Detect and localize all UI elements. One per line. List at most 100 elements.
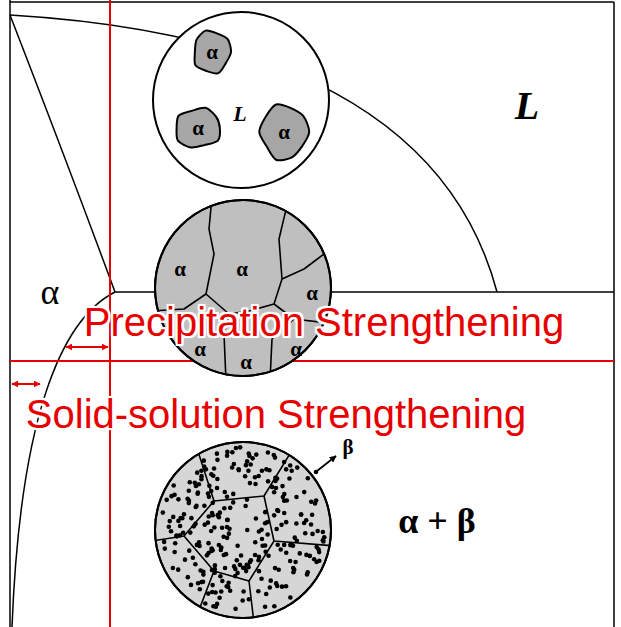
precipitate-dot — [219, 589, 224, 594]
precipitate-dot — [220, 579, 225, 584]
precipitate-dot — [215, 486, 220, 491]
precipitate-dot — [232, 564, 237, 569]
precipitate-dot — [206, 591, 211, 596]
precipitate-dot — [254, 452, 259, 457]
precipitate-dot — [291, 543, 296, 548]
precipitate-dot — [294, 521, 299, 526]
precipitate-dot — [246, 468, 251, 473]
precipitate-dot — [163, 546, 168, 551]
precipitate-dot — [189, 516, 194, 521]
precipitate-dot — [191, 524, 196, 529]
precipitate-dot — [248, 481, 253, 486]
mechanism-label: Solid-solution Strengthening — [26, 392, 526, 437]
precipitate-dot — [314, 560, 319, 565]
precipitate-dot — [180, 516, 185, 521]
precipitate-dot — [210, 548, 215, 553]
precipitate-dot — [199, 469, 204, 474]
precipitate-dot — [260, 468, 265, 473]
precipitate-dot — [294, 495, 299, 500]
phase-symbol: α — [236, 257, 248, 282]
precipitate-dot — [201, 458, 206, 463]
precipitate-dot — [225, 518, 230, 523]
mechanism-label: Precipitation Strengthening — [84, 300, 564, 345]
precipitate-dot — [175, 534, 180, 539]
precipitate-dot — [239, 553, 244, 558]
phase-symbol: α — [240, 350, 252, 375]
precipitate-dot — [288, 595, 293, 600]
precipitate-dot — [176, 519, 181, 524]
precipitate-dot — [215, 458, 220, 463]
precipitate-dot — [167, 524, 172, 529]
precipitate-dot — [228, 588, 233, 593]
precipitate-dot — [306, 476, 311, 481]
precipitate-dot — [295, 465, 300, 470]
precipitate-dot — [295, 538, 300, 543]
precipitate-dot — [231, 492, 236, 497]
crystal-outline — [195, 30, 232, 73]
phase-label: α — [41, 271, 60, 313]
crystal-outline — [176, 108, 219, 148]
precipitate-dot — [205, 553, 210, 558]
precipitate-dot — [234, 446, 239, 451]
grain-boundaries — [152, 439, 336, 623]
range-arrow — [12, 383, 40, 385]
grain-boundaries — [152, 197, 336, 381]
precipitate-dot — [217, 595, 222, 600]
precipitate-dot — [266, 479, 271, 484]
precipitate-dot — [226, 581, 231, 586]
precipitate-dot — [243, 504, 248, 509]
precipitate-dot — [220, 525, 225, 530]
precipitate-dot — [197, 544, 202, 549]
precipitate-dot — [222, 506, 227, 511]
grain-boundary — [152, 439, 214, 541]
precipitate-dot — [257, 555, 262, 560]
precipitate-dot — [197, 482, 202, 487]
phase-symbol: α — [192, 116, 204, 141]
precipitate-dot — [284, 584, 289, 589]
precipitate-dot — [275, 584, 280, 589]
precipitate-dot — [171, 566, 176, 571]
precipitate-dot — [284, 467, 289, 472]
precipitate-dot — [275, 543, 280, 548]
precipitate-dot — [218, 574, 223, 579]
precipitate-dot — [197, 540, 202, 545]
precipitate-dot — [305, 572, 310, 577]
circle-outline — [155, 442, 331, 618]
precipitate-dot — [237, 468, 242, 473]
precipitate-dot — [227, 531, 232, 536]
precipitate-dot — [225, 494, 230, 499]
precipitate-dot — [176, 497, 181, 502]
precipitate-dot — [167, 519, 172, 524]
precipitate-dot — [288, 559, 293, 564]
precipitate-dot — [187, 548, 192, 553]
alpha-crystal: α — [257, 102, 311, 162]
precipitate-dot — [257, 529, 262, 534]
phase-symbol: L — [233, 101, 246, 127]
precipitate-dot — [211, 604, 216, 609]
precipitate-dot — [304, 553, 309, 558]
precipitate-dot — [245, 528, 250, 533]
precipitate-dot — [230, 450, 235, 455]
precipitate-dot — [282, 543, 287, 548]
precipitate-dot — [272, 513, 277, 518]
precipitate-dot — [206, 541, 211, 546]
precipitate-dot — [276, 509, 281, 514]
precipitate-dot — [225, 454, 230, 459]
grain-boundary — [214, 571, 249, 581]
circle-outline — [155, 200, 331, 376]
precipitate-dot — [266, 553, 271, 558]
precipitate-dot — [236, 467, 241, 472]
precipitate-dot — [322, 535, 327, 540]
precipitate-dot — [202, 503, 207, 508]
precipitate-dot — [235, 543, 240, 548]
phase-symbol: α — [206, 40, 218, 65]
precipitate-dot — [253, 540, 258, 545]
precipitate-dot — [272, 604, 277, 609]
precipitate-dot — [234, 558, 239, 563]
axis-line — [9, 0, 11, 627]
precipitate-dot — [263, 510, 268, 515]
precipitate-dot — [218, 510, 223, 515]
precipitate-dot — [282, 492, 287, 497]
precipitate-dot — [287, 476, 292, 481]
precipitate-dot — [187, 488, 192, 493]
